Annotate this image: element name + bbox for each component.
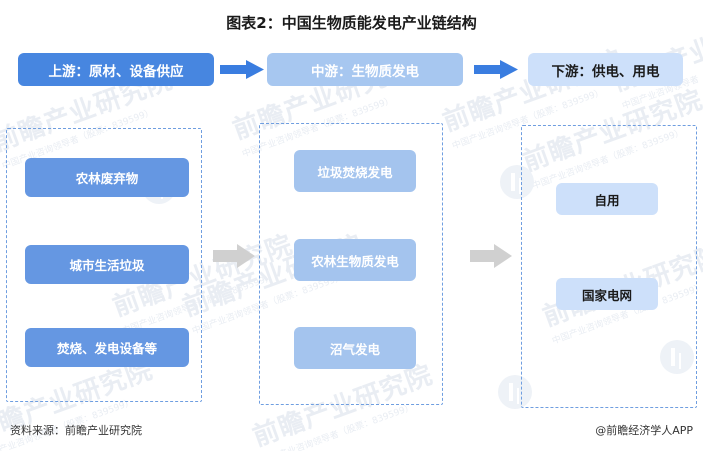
- arrow-right-icon-midstream-to-downstream: [474, 60, 518, 79]
- arrow-right-icon-flow-2: [470, 243, 512, 269]
- midstream-item-1[interactable]: 垃圾焚烧发电: [294, 150, 416, 192]
- stage-group-upstream: [6, 128, 202, 402]
- source-note: 资料来源：前瞻产业研究院: [10, 424, 142, 437]
- arrow-right-icon-upstream-to-midstream: [220, 60, 264, 79]
- stage-header-upstream: 上游：原材、设备供应: [18, 53, 214, 86]
- chart-title: 图表2：中国生物质能发电产业链结构: [226, 14, 477, 32]
- stage-header-midstream: 中游：生物质发电: [267, 53, 463, 86]
- credit-note: @前瞻经济学人APP: [595, 424, 693, 437]
- upstream-item-1[interactable]: 农林废弃物: [25, 158, 189, 197]
- stage-header-downstream: 下游：供电、用电: [528, 53, 683, 86]
- downstream-item-2[interactable]: 国家电网: [556, 278, 658, 310]
- arrow-right-icon-flow-1: [213, 243, 255, 269]
- upstream-item-2[interactable]: 城市生活垃圾: [25, 245, 189, 284]
- upstream-item-3[interactable]: 焚烧、发电设备等: [25, 328, 189, 367]
- stage-group-midstream: [259, 123, 443, 405]
- midstream-item-3[interactable]: 沼气发电: [294, 327, 416, 369]
- midstream-item-2[interactable]: 农林生物质发电: [294, 239, 416, 281]
- stage-group-downstream: [521, 125, 697, 408]
- downstream-item-1[interactable]: 自用: [556, 183, 658, 215]
